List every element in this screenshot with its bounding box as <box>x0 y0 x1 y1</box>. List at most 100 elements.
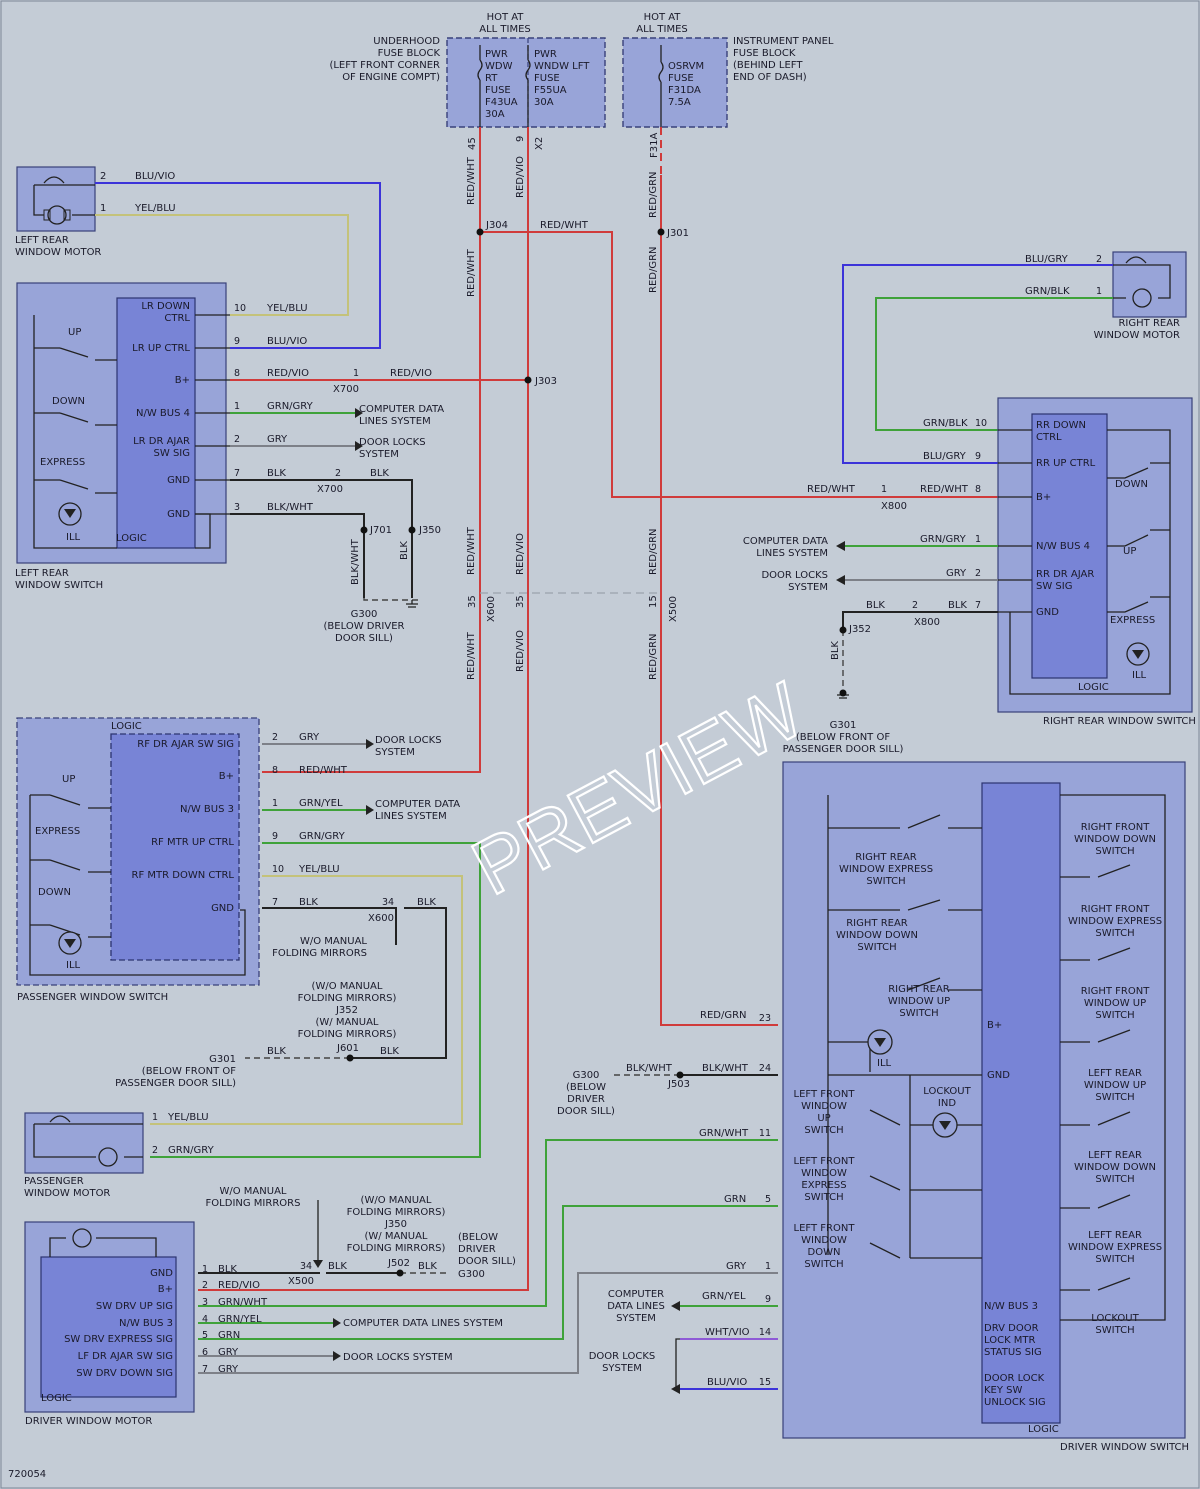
label-drv_switch-left_sw-4-1: WINDOW <box>801 1168 847 1179</box>
label-drv_switch-bplus: B+ <box>987 1020 1002 1031</box>
label-lr_switch-wires-6: BLK/WHT <box>267 502 314 513</box>
label-center-p35b: 35 <box>515 595 526 608</box>
label-pass_switch-pins-5: 7 <box>272 897 278 908</box>
label-center-redgrn: RED/GRN <box>648 633 659 680</box>
label-rr_switch-blk_left: BLK <box>866 600 885 611</box>
label-fuses-panel-1: FUSE BLOCK <box>733 48 796 59</box>
label-fuses-hot2-0: HOT AT <box>644 12 682 23</box>
label-lr_switch-wires-5: BLK <box>267 468 286 479</box>
label-drv_motor-j350note-1: FOLDING MIRRORS) <box>347 1207 446 1218</box>
label-rr_switch-pin1: 1 <box>881 484 887 495</box>
label-rr_switch-blkv: BLK <box>830 641 841 660</box>
label-drv_motor-terms-2: SW DRV UP SIG <box>96 1301 173 1312</box>
label-center-px2: X2 <box>534 137 545 150</box>
label-fuses-f31-0: OSRVM <box>668 61 704 72</box>
label-drv_motor-womf-1: FOLDING MIRRORS <box>206 1198 301 1209</box>
label-drv_motor-pins-2: 3 <box>202 1297 208 1308</box>
label-pass_motor-name-0: PASSENGER <box>24 1176 84 1187</box>
label-pass_switch-j352note-2: J352 <box>335 1005 358 1016</box>
label-pass_motor-pin1: 1 <box>152 1112 158 1123</box>
label-drv_motor-pins-6: 7 <box>202 1364 208 1375</box>
label-drv_switch-right_sw-4-1: WINDOW DOWN <box>1074 1162 1156 1173</box>
label-center-x600: X600 <box>486 596 497 622</box>
label-rr_switch-g301-2: PASSENGER DOOR SILL) <box>783 744 904 755</box>
label-pass_switch-womf-1: FOLDING MIRRORS <box>272 948 367 959</box>
label-center-j301: J301 <box>666 228 689 239</box>
label-fuses-f31-1: FUSE <box>668 73 694 84</box>
label-pass_switch-x600: X600 <box>368 913 394 924</box>
label-drv_switch-lockout-1: IND <box>938 1098 956 1109</box>
label-lr_switch-blk: BLK <box>370 468 389 479</box>
label-drv_motor-wires-4: GRN <box>218 1330 240 1341</box>
label-drv_switch-left_sw-4-3: SWITCH <box>804 1192 843 1203</box>
label-drv_motor-terms-5: LF DR AJAR SW SIG <box>78 1351 173 1362</box>
label-drv_motor-j502: J502 <box>387 1258 410 1269</box>
label-lr_switch-pin_2: 2 <box>335 468 341 479</box>
label-lr_switch-logic: LOGIC <box>116 533 147 544</box>
label-lr_switch-g300-2: DOOR SILL) <box>335 633 393 644</box>
label-rr_motor-pin1: 1 <box>1096 286 1102 297</box>
label-drv_motor-pins-3: 4 <box>202 1314 208 1325</box>
label-drv_motor-terms-1: B+ <box>158 1284 173 1295</box>
label-center-redgrn: RED/GRN <box>648 246 659 293</box>
label-rr_switch-terms-0-1: CTRL <box>1036 432 1062 443</box>
label-pass_switch-dest_dl-1: SYSTEM <box>375 747 415 758</box>
label-drv_motor-x500: X500 <box>288 1276 314 1287</box>
label-pass_switch-pins-1: 8 <box>272 765 278 776</box>
label-pass_switch-j352note-1: FOLDING MIRRORS) <box>298 993 397 1004</box>
label-rr_switch-pins-4: 2 <box>975 568 981 579</box>
label-drv_switch-right_sw-0-1: WINDOW DOWN <box>1074 834 1156 845</box>
label-drv_switch-blkwht: BLK/WHT <box>626 1063 673 1074</box>
label-drv_switch-lockout-0: LOCKOUT <box>923 1086 971 1097</box>
label-drv_switch-wires-1: BLK/WHT <box>702 1063 749 1074</box>
label-drv_motor-logic: LOGIC <box>41 1393 72 1404</box>
label-drv_switch-right_sw-3-2: SWITCH <box>1095 1092 1134 1103</box>
label-drv_switch-dest_cd-0: COMPUTER <box>608 1289 664 1300</box>
label-lr_motor-name-0: LEFT REAR <box>15 235 69 246</box>
label-fuses-f43-0: PWR <box>485 49 508 60</box>
label-drv_switch-wires-7: BLU/VIO <box>707 1377 747 1388</box>
label-lr_motor-w2: BLU/VIO <box>135 171 175 182</box>
label-drv_switch-right_sw-4-0: LEFT REAR <box>1088 1150 1142 1161</box>
label-pass_switch-dest_dl-0: DOOR LOCKS <box>375 735 442 746</box>
label-lr_switch-pins-1: 9 <box>234 336 240 347</box>
label-lr_switch-wires-3: GRN/GRY <box>267 401 314 412</box>
label-rr_switch-wires-3: GRN/GRY <box>920 534 967 545</box>
label-drv_motor-j350note-2: J350 <box>384 1219 407 1230</box>
label-lr_switch-x700a: X700 <box>333 384 359 395</box>
label-rr_switch-dest_dl-0: DOOR LOCKS <box>761 570 828 581</box>
label-lr_switch-terms-1: LR UP CTRL <box>132 343 190 354</box>
label-rr_switch-logic: LOGIC <box>1078 682 1109 693</box>
label-drv_switch-terms-2-0: DOOR LOCK <box>984 1373 1045 1384</box>
label-rr_switch-x800b: X800 <box>914 617 940 628</box>
label-lr_switch-terms-0-0: LR DOWN <box>141 301 190 312</box>
label-pass_motor-pin2: 2 <box>152 1145 158 1156</box>
label-rr_switch-name: RIGHT REAR WINDOW SWITCH <box>1043 716 1196 727</box>
label-drv_motor-g300note-0: (BELOW <box>458 1232 498 1243</box>
label-lr_switch-pins-5: 7 <box>234 468 240 479</box>
label-center-redvio: RED/VIO <box>515 630 526 672</box>
label-lr_switch-g300-1: (BELOW DRIVER <box>324 621 405 632</box>
driver-window-motor <box>24 1221 195 1413</box>
label-lr_switch-blkv: BLK <box>399 541 410 560</box>
label-drv_motor-pins-4: 5 <box>202 1330 208 1341</box>
label-lr_motor-name-1: WINDOW MOTOR <box>15 247 101 258</box>
label-drv_switch-wires-2: GRN/WHT <box>699 1128 749 1139</box>
label-drv_motor-blk: BLK <box>328 1261 347 1272</box>
label-pass_switch-logic: LOGIC <box>111 721 142 732</box>
label-drv_motor-terms-3: N/W BUS 3 <box>119 1318 173 1329</box>
label-drv_switch-left_sw-1-1: WINDOW DOWN <box>836 930 918 941</box>
label-drv_motor-wires-3: GRN/YEL <box>218 1314 262 1325</box>
label-drv_switch-dest_cd-1: DATA LINES <box>607 1301 665 1312</box>
label-lr_switch-pins-2: 8 <box>234 368 240 379</box>
label-drv_switch-right_sw-2-0: RIGHT FRONT <box>1081 986 1151 997</box>
label-pass_switch-blk4: BLK <box>267 1046 286 1057</box>
label-center-j303: J303 <box>534 376 557 387</box>
label-drv_switch-gnd: GND <box>987 1070 1010 1081</box>
label-pass_switch-g301-0: G301 <box>209 1054 236 1065</box>
label-center-redwht: RED/WHT <box>466 631 477 680</box>
label-drv_switch-left_sw-4-0: LEFT FRONT <box>794 1156 856 1167</box>
label-drv_switch-left_sw-5-2: DOWN <box>808 1247 841 1258</box>
label-lr_switch-terms-4-1: SW SIG <box>154 448 190 459</box>
